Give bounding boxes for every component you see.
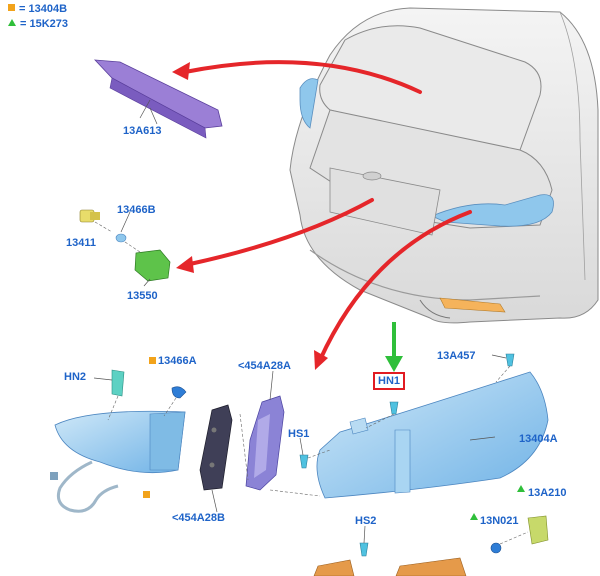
square-marker-icon: [8, 4, 15, 11]
right-tail-lamp-13404A: [269, 371, 549, 499]
callout-HS2: HS2: [355, 515, 377, 527]
callout-13N021: 13N021: [480, 515, 519, 527]
bracket-454A28B: [199, 404, 233, 491]
gasket-454A28A: [239, 395, 285, 491]
callout-13A210: 13A210: [528, 487, 567, 499]
callout-HN1-highlighted: HN1: [373, 372, 406, 390]
callout-13A613: 13A613: [123, 125, 162, 137]
arrow-to-13A613: [183, 60, 422, 94]
leader-lines: [93, 107, 507, 544]
callout-13A457: 13A457: [437, 350, 476, 362]
triangle-marker-icon: [8, 19, 16, 26]
callout-HS1: HS1: [288, 428, 310, 440]
legend-text: = 13404B: [19, 3, 68, 15]
callout-454A28A: <454A28A: [238, 360, 291, 372]
lower-partial-parts: [313, 557, 467, 576]
callout-13466B: 13466B: [117, 204, 156, 216]
callout-13466A: 13466A: [158, 355, 197, 367]
callout-13404A: 13404A: [519, 433, 558, 445]
green-indicator-arrow: [385, 322, 403, 372]
legend-text: = 15K273: [20, 18, 69, 30]
arrow-to-tail-lamp: [318, 210, 472, 362]
callout-454A28B: <454A28B: [172, 512, 225, 524]
callout-arrows: [183, 60, 472, 362]
arrow-to-13550: [188, 198, 374, 266]
arrow-head-13550: [176, 256, 194, 273]
callout-HN2: HN2: [64, 371, 87, 383]
fasteners: [299, 353, 549, 557]
callout-13411: 13411: [66, 237, 96, 249]
callout-13550: 13550: [127, 290, 158, 302]
vehicle-rear-illustration: [289, 7, 599, 324]
high-mount-stop-lamp-13A613: [93, 59, 223, 139]
left-tail-lamp: [50, 357, 187, 513]
legend-item-triangle: = 15K273: [8, 18, 68, 30]
bulb-socket-group: [79, 209, 171, 282]
arrow-head-13A613: [172, 62, 190, 80]
arrow-head-tail-lamp: [314, 350, 328, 370]
legend-item-square: = 13404B: [8, 3, 67, 15]
